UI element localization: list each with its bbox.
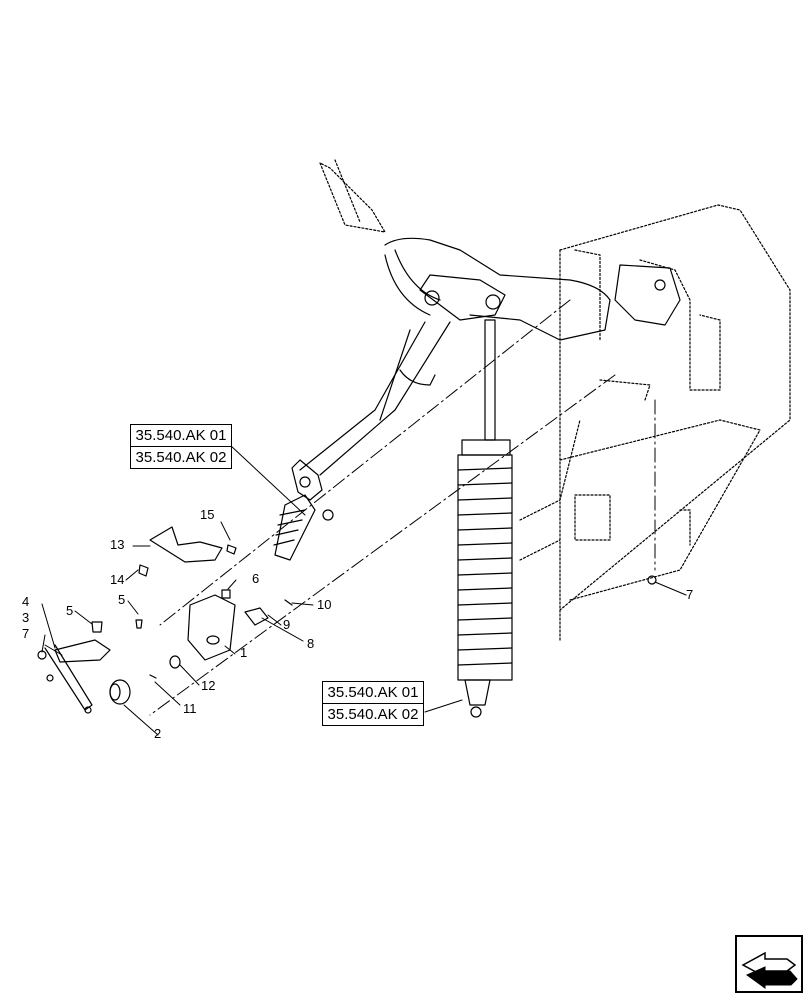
callout-1: 1 [240,645,248,660]
callout-3: 3 [22,610,30,625]
callout-5a: 5 [66,603,74,618]
callout-5b: 5 [118,592,126,607]
reference-box-line-2: 35.540.AK 02 [131,446,231,468]
callout-9: 9 [283,617,291,632]
callout-7a: 7 [22,626,30,641]
callout-11: 11 [183,701,197,716]
callout-10: 10 [317,597,332,612]
callout-8: 8 [307,636,315,651]
callout-12: 12 [201,678,216,693]
assembly-axis-lines [149,299,656,716]
callout-13: 13 [110,537,125,552]
reference-box-lower[interactable]: 35.540.AK 01 35.540.AK 02 [322,681,424,726]
callout-6: 6 [252,571,260,586]
callout-7b: 7 [686,587,694,602]
boom-frame-phantom [319,159,791,641]
callout-4: 4 [22,594,30,609]
arm-assembly [299,237,681,476]
reference-box-upper[interactable]: 35.540.AK 01 35.540.AK 02 [130,424,232,469]
reference-box-line-1: 35.540.AK 01 [327,684,419,701]
reference-box-line-1: 35.540.AK 01 [135,427,227,444]
next-page-arrow-icon[interactable] [735,935,803,993]
callout-14: 14 [110,572,125,587]
hydraulic-cylinder-upper [273,459,334,561]
exploded-parts [37,526,657,714]
lift-cylinder-spring [457,319,513,718]
callout-2: 2 [154,726,162,741]
callout-leaders [41,521,687,736]
reference-box-line-2: 35.540.AK 02 [323,703,423,725]
callout-15: 15 [200,507,215,522]
reference-leader-lines [229,444,463,713]
